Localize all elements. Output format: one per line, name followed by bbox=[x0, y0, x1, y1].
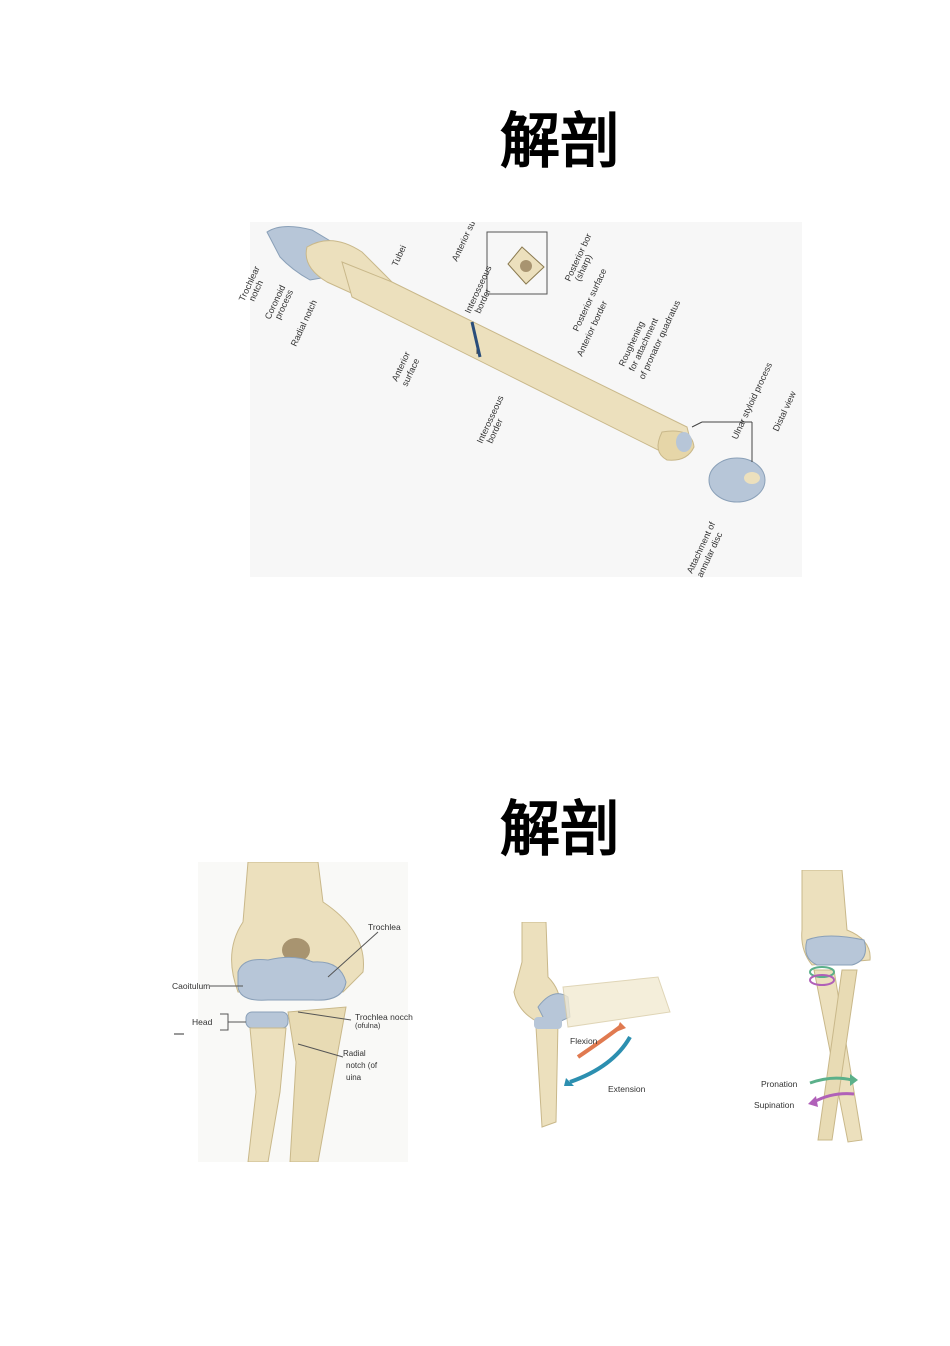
flexion-arrow bbox=[576, 1025, 622, 1059]
distal-view-styloid bbox=[744, 472, 760, 484]
supination-arrowhead bbox=[808, 1096, 818, 1107]
label-trochlea-notch-1: Trochlea nocch bbox=[355, 1012, 413, 1022]
coronoid-fossa bbox=[282, 938, 310, 962]
label-capitulum: Caoitulum bbox=[172, 981, 210, 991]
forearm-flexed bbox=[562, 976, 671, 1028]
pronation-supination-svg: Pronation Supination bbox=[754, 870, 871, 1143]
forearm-extended bbox=[535, 1021, 559, 1128]
cross-section-box bbox=[486, 231, 548, 295]
flexion-extension-svg: Flexion Extension bbox=[513, 922, 671, 1128]
pronation-arrow bbox=[809, 1076, 853, 1085]
pronation-ring bbox=[809, 966, 835, 978]
ulna-diagram: Trochlear notch Coronoid process Radial … bbox=[232, 222, 802, 592]
label-head: Head bbox=[192, 1017, 213, 1027]
pronation-supination-diagram: Pronation Supination bbox=[752, 870, 892, 1150]
slide-title-1: 解剖 bbox=[500, 107, 620, 177]
radius-shaft bbox=[247, 1027, 287, 1162]
ulna-diagram-svg: Trochlear notch Coronoid process Radial … bbox=[237, 222, 802, 579]
ulna-head-cartilage bbox=[676, 432, 692, 452]
label-trochlea: Trochlea bbox=[368, 922, 401, 932]
label-pronation: Pronation bbox=[761, 1079, 798, 1089]
slide-title-2: 解剖 bbox=[500, 795, 620, 865]
elbow-joint-diagram: Trochlea Caoitulum Head Trochlea nocch (… bbox=[168, 862, 430, 1162]
label-extension: Extension bbox=[608, 1084, 646, 1094]
supination-arrow bbox=[813, 1092, 855, 1104]
label-radial-notch-3: uina bbox=[346, 1073, 362, 1082]
extension-arrowhead bbox=[564, 1078, 574, 1086]
label-supination: Supination bbox=[754, 1100, 794, 1110]
label-radial-notch-2: notch (of bbox=[346, 1061, 378, 1070]
supination-ring bbox=[809, 974, 835, 986]
distal-view-shape bbox=[708, 457, 766, 503]
cartilage-pron bbox=[805, 935, 866, 966]
flexion-arrowhead bbox=[616, 1022, 626, 1032]
articular-cartilage bbox=[237, 956, 347, 1001]
interosseous-marker bbox=[470, 321, 482, 358]
extension-arrow bbox=[569, 1035, 632, 1084]
radial-head-lateral bbox=[534, 1017, 562, 1029]
label-trochlea-notch-2: (ofulna) bbox=[355, 1021, 381, 1030]
pronation-arrowhead bbox=[850, 1074, 858, 1086]
radial-head bbox=[245, 1011, 289, 1029]
elbow-joint-svg: Trochlea Caoitulum Head Trochlea nocch (… bbox=[172, 862, 413, 1162]
cross-section-marrow bbox=[520, 260, 532, 272]
label-flexion: Flexion bbox=[570, 1036, 598, 1046]
flexion-extension-diagram: Flexion Extension bbox=[508, 922, 673, 1132]
label-radial-notch-1: Radial bbox=[343, 1049, 366, 1058]
